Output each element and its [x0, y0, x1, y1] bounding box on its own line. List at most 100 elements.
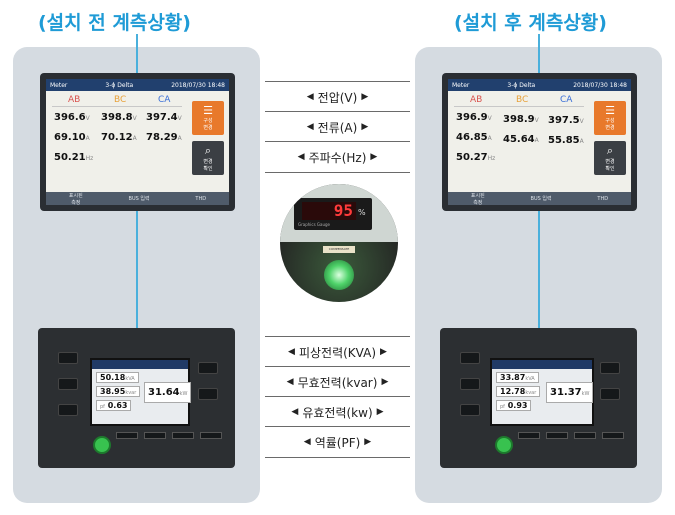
side-button[interactable]: [600, 362, 620, 374]
side-button[interactable]: [600, 388, 620, 400]
meter-mode: 3-ϕ Delta: [105, 81, 134, 89]
apparent-power: 33.87kVA: [496, 372, 539, 383]
footer-tab-2[interactable]: BUS 입력: [128, 196, 150, 202]
meter-date: 2018/07/30 18:48: [171, 81, 225, 89]
footer-tab-1[interactable]: 표시된 측정: [470, 192, 485, 206]
compensate-label: COMPENSATE: [323, 246, 355, 253]
side-button[interactable]: [198, 388, 218, 400]
before-title: (설치 전 계측상황): [38, 12, 191, 34]
left-arrow-icon: ◀: [303, 437, 311, 447]
current-bc: 70.12A: [101, 132, 137, 143]
phase-bc: BC: [516, 95, 529, 105]
footer-tab-3[interactable]: THD: [597, 195, 609, 202]
controller-photo: 95 % Graphics Gauge COMPENSATE: [280, 184, 398, 302]
left-arrow-icon: ◀: [291, 407, 299, 417]
side-button[interactable]: [58, 378, 78, 390]
magnifier-icon: ⌕: [204, 144, 212, 157]
voltage-ab: 396.9V: [456, 112, 492, 123]
list-icon: ☰: [203, 104, 213, 117]
left-arrow-icon: ◀: [297, 152, 305, 162]
voltage-ab: 396.6V: [54, 112, 90, 123]
side-button[interactable]: [460, 378, 480, 390]
power-factor: pf 0.93: [496, 400, 532, 411]
footer-tab-3[interactable]: THD: [195, 195, 207, 202]
config-change-button[interactable]: ☰ 구성 변경: [594, 101, 626, 135]
right-arrow-icon: ▶: [380, 347, 387, 357]
current-bc: 45.64A: [503, 134, 539, 145]
side-button[interactable]: [58, 352, 78, 364]
power-button[interactable]: [93, 436, 111, 454]
frequency: 50.27Hz: [456, 152, 496, 163]
led-brand: Graphics Gauge: [298, 222, 331, 227]
active-power: 31.64kW: [144, 382, 192, 403]
right-arrow-icon: ▶: [364, 437, 372, 447]
side-button[interactable]: [460, 352, 480, 364]
right-arrow-icon: ▶: [381, 377, 389, 387]
power-button[interactable]: [495, 436, 513, 454]
after-connector: [538, 34, 540, 446]
apparent-power: 50.18kVA: [96, 372, 139, 383]
left-arrow-icon: ◀: [306, 92, 314, 102]
before-connector: [136, 34, 138, 446]
phase-bc: BC: [114, 95, 127, 105]
footer-tab-1[interactable]: 표시된 측정: [68, 192, 83, 206]
right-arrow-icon: ▶: [361, 122, 369, 132]
voltage-ca: 397.4V: [146, 112, 182, 123]
left-arrow-icon: ◀: [286, 377, 294, 387]
config-change-button[interactable]: ☰ 구성 변경: [192, 101, 224, 135]
before-power-screen: 50.18kVA 38.95kvar pf 0.63 31.64kW: [90, 358, 192, 426]
left-arrow-icon: ◀: [288, 347, 295, 357]
meter-app-title: Meter: [50, 81, 68, 89]
after-power-device: 33.87kVA 12.78kvar pf 0.93 31.37kW: [440, 328, 637, 468]
meter-header: Meter 3-ϕ Delta 2018/07/30 18:48: [448, 79, 631, 91]
after-title: (설치 후 계측상황): [454, 12, 607, 34]
current-ab: 46.85A: [456, 132, 492, 143]
before-meter-screen: Meter 3-ϕ Delta 2018/07/30 18:48 AB BC C…: [46, 79, 229, 205]
right-arrow-icon: ▶: [376, 407, 384, 417]
meter-header: Meter 3-ϕ Delta 2018/07/30 18:48: [46, 79, 229, 91]
magnifier-icon: ⌕: [606, 144, 614, 157]
left-arrow-icon: ◀: [306, 122, 314, 132]
compensate-button[interactable]: [324, 260, 354, 290]
side-button[interactable]: [58, 404, 78, 416]
current-ab: 69.10A: [54, 132, 90, 143]
phase-ab: AB: [470, 95, 483, 105]
frequency: 50.21Hz: [54, 152, 94, 163]
label-frequency: ◀ 주파수(Hz) ▶: [265, 141, 410, 173]
power-factor: pf 0.63: [96, 400, 132, 411]
reactive-power: 38.95kvar: [96, 386, 141, 397]
label-power-factor: ◀ 역률(PF) ▶: [265, 426, 410, 458]
label-current: ◀ 전류(A) ▶: [265, 111, 410, 142]
current-ca: 78.29A: [146, 132, 182, 143]
side-button[interactable]: [198, 362, 218, 374]
before-power-device: 50.18kVA 38.95kvar pf 0.63 31.64kW: [38, 328, 235, 468]
active-power: 31.37kW: [546, 382, 594, 403]
right-arrow-icon: ▶: [370, 152, 378, 162]
side-button[interactable]: [460, 404, 480, 416]
meter-mode: 3-ϕ Delta: [507, 81, 536, 89]
reactive-power: 12.78kvar: [496, 386, 541, 397]
list-icon: ☰: [605, 104, 615, 117]
meter-app-title: Meter: [452, 81, 470, 89]
meter-date: 2018/07/30 18:48: [573, 81, 627, 89]
soft-buttons[interactable]: [518, 432, 624, 439]
led-display: 95 % Graphics Gauge: [294, 198, 372, 230]
after-meter-device: Meter 3-ϕ Delta 2018/07/30 18:48 AB BC C…: [442, 73, 637, 211]
led-unit: %: [358, 208, 366, 217]
led-reading: 95: [302, 202, 356, 220]
voltage-ca: 397.5V: [548, 115, 584, 126]
footer-tab-2[interactable]: BUS 입력: [530, 196, 552, 202]
after-meter-screen: Meter 3-ϕ Delta 2018/07/30 18:48 AB BC C…: [448, 79, 631, 205]
label-active-power: ◀ 유효전력(kw) ▶: [265, 396, 410, 427]
label-reactive-power: ◀ 무효전력(kvar) ▶: [265, 366, 410, 397]
voltage-bc: 398.9V: [503, 114, 539, 125]
soft-buttons[interactable]: [116, 432, 222, 439]
zoom-button[interactable]: ⌕ 변경 확인: [192, 141, 224, 175]
meter-footer: 표시된 측정 BUS 입력 THD: [448, 192, 631, 205]
meter-footer: 표시된 측정 BUS 입력 THD: [46, 192, 229, 205]
current-ca: 55.85A: [548, 135, 584, 146]
before-meter-device: Meter 3-ϕ Delta 2018/07/30 18:48 AB BC C…: [40, 73, 235, 211]
zoom-button[interactable]: ⌕ 변경 확인: [594, 141, 626, 175]
phase-ca: CA: [158, 95, 171, 105]
after-power-screen: 33.87kVA 12.78kvar pf 0.93 31.37kW: [490, 358, 594, 426]
